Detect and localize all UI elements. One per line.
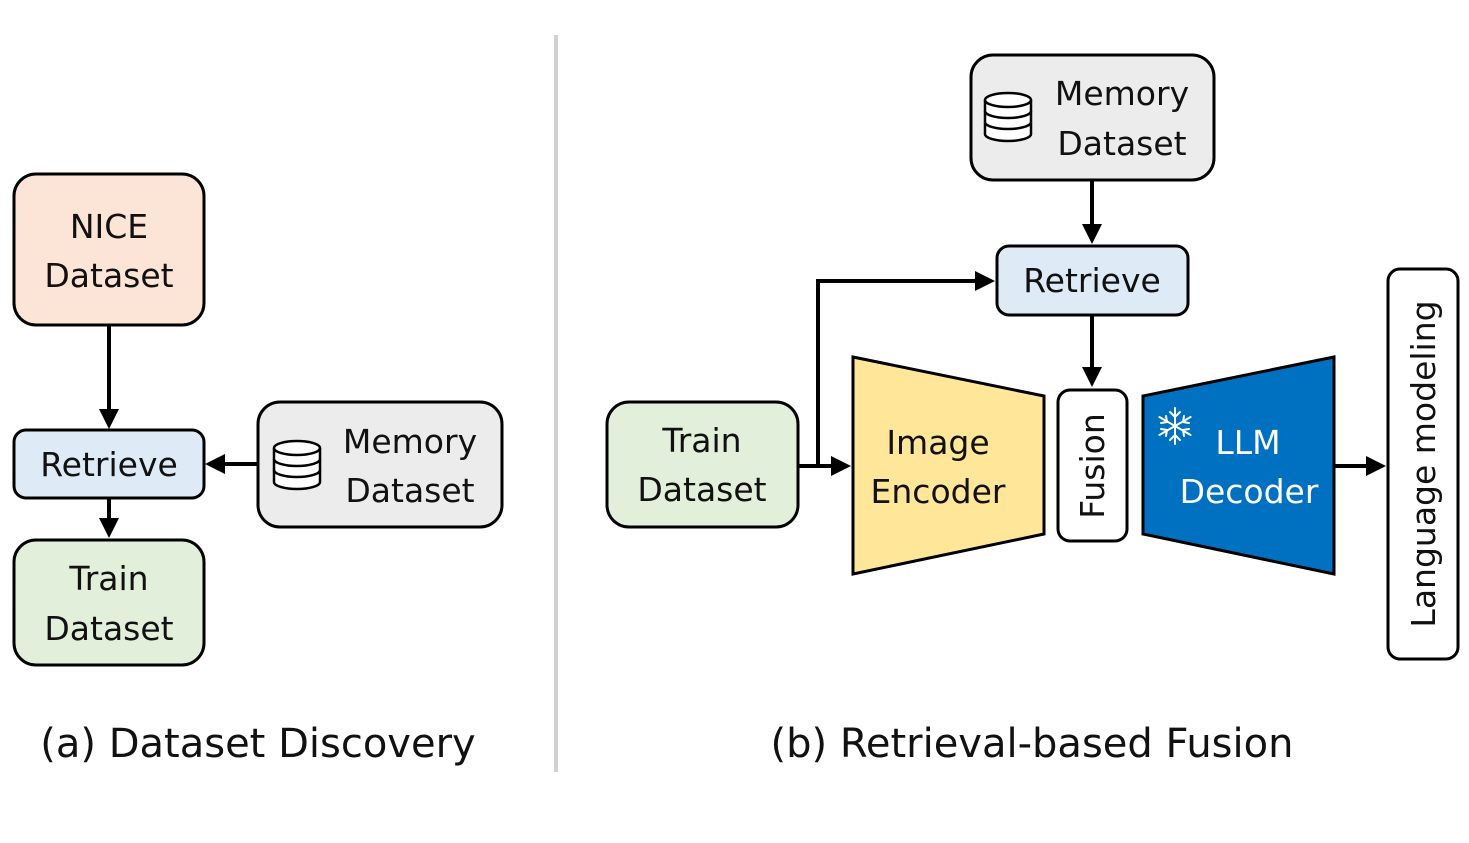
arrow-train-to-retrieve	[816, 271, 995, 466]
snowflake-icon	[1158, 407, 1192, 445]
image-encoder-label-line2: Encoder	[871, 472, 1006, 511]
caption-b: (b) Retrieval-based Fusion	[771, 721, 1294, 767]
train-dataset-label-a-line2: Dataset	[44, 609, 173, 648]
memory-dataset-label-b-line2: Dataset	[1057, 124, 1186, 163]
database-icon	[272, 439, 322, 491]
memory-dataset-label-a-line2: Dataset	[345, 471, 474, 510]
panel-a: NICE Dataset Retrieve Memory Dataset	[12, 172, 504, 767]
language-modeling-label: Language modeling	[1404, 300, 1443, 627]
image-encoder-label-line1: Image	[886, 423, 989, 462]
database-icon	[983, 91, 1033, 143]
nice-dataset-label-line2: Dataset	[44, 256, 173, 295]
fusion-label: Fusion	[1073, 413, 1112, 519]
memory-dataset-label-b-line1: Memory	[1055, 74, 1189, 113]
retrieve-node-b: Retrieve	[995, 244, 1190, 317]
retrieve-node-a: Retrieve	[12, 428, 206, 500]
retrieve-label-b: Retrieve	[1023, 261, 1161, 300]
caption-a: (a) Dataset Discovery	[40, 721, 475, 767]
retrieve-label-a: Retrieve	[40, 445, 178, 484]
llm-decoder-label-line2: Decoder	[1180, 472, 1319, 511]
panel-b: Memory Dataset Retrieve Train Dataset Im…	[605, 53, 1460, 767]
nice-dataset-node: NICE Dataset	[12, 172, 206, 327]
memory-dataset-node-b: Memory Dataset	[969, 53, 1216, 182]
language-modeling-node: Language modeling	[1386, 267, 1460, 661]
train-dataset-label-a-line1: Train	[68, 559, 148, 598]
image-encoder-node: Image Encoder	[851, 355, 1046, 576]
memory-dataset-node-a: Memory Dataset	[256, 400, 504, 529]
train-dataset-node-b: Train Dataset	[605, 400, 800, 529]
nice-dataset-label-line1: NICE	[70, 207, 148, 246]
llm-decoder-label-line1: LLM	[1215, 423, 1280, 462]
train-dataset-label-b-line2: Dataset	[637, 470, 766, 509]
fusion-node: Fusion	[1056, 388, 1129, 543]
memory-dataset-label-a-line1: Memory	[343, 422, 477, 461]
llm-decoder-node: LLM Decoder	[1141, 355, 1336, 576]
train-dataset-node-a: Train Dataset	[12, 538, 206, 667]
train-dataset-label-b-line1: Train	[661, 421, 741, 460]
